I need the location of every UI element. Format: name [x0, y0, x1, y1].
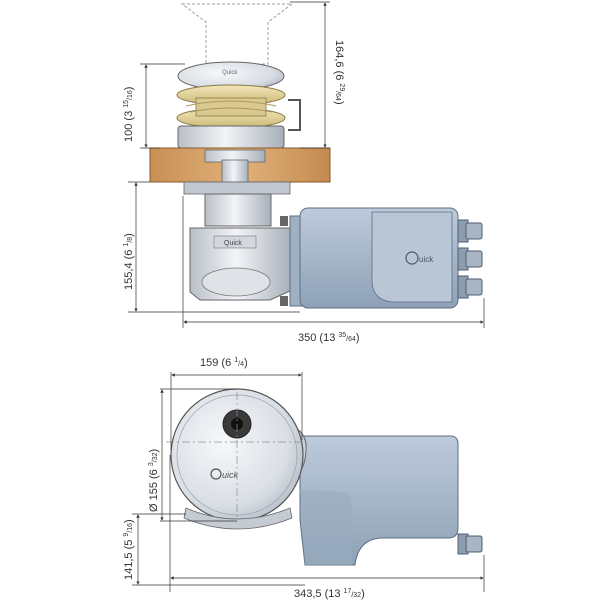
gearbox-lower-lobe	[201, 267, 271, 297]
gypsy-core	[195, 97, 267, 117]
stripper-bar	[288, 99, 301, 131]
dim-side-width-total: 350 (13 35/64)	[298, 332, 360, 344]
quick-logo-icon: uick	[210, 468, 239, 480]
ghost-capstan-outline	[180, 3, 294, 65]
top-view: uick 159 (6 1/4) Ø 155 (6 3/32)	[123, 357, 485, 600]
top-drum-base	[183, 507, 293, 530]
shaft-housing	[221, 159, 249, 183]
top-dimension-lines	[132, 372, 485, 592]
dim-side-height-body: 155,4 (6 1/8)	[123, 233, 135, 290]
motor-cover	[371, 211, 453, 303]
top-motor-shadow	[300, 490, 352, 565]
gypsy-grooves	[185, 100, 277, 113]
dim-top-diameter: Ø 155 (6 3/32)	[148, 449, 160, 512]
dim-top-width-total: 343,5 (13 17/32)	[294, 588, 365, 600]
capstan-base	[177, 125, 285, 149]
bolt-upper	[280, 216, 288, 226]
dome-brand-mark: Quick	[222, 70, 238, 76]
dim-top-height-body: 141,5 (5 9/16)	[123, 519, 135, 580]
side-view: Quick Quick uick	[123, 1, 485, 344]
gearbox-column	[204, 193, 272, 227]
dim-side-height-top: 164,6 (6 29/64)	[333, 40, 345, 105]
svg-text:uick: uick	[419, 255, 434, 264]
quick-logo-icon: uick	[405, 251, 434, 265]
gearbox-brand-mark: Quick	[224, 240, 242, 247]
bolt-lower	[280, 296, 288, 306]
dim-side-height-capstan: 100 (3 15/16)	[123, 87, 135, 142]
gearbox-label-plate	[213, 235, 257, 249]
side-dimension-lines	[128, 1, 485, 328]
mounting-plate	[183, 181, 291, 195]
dim-top-width-drum: 159 (6 1/4)	[200, 357, 248, 369]
cable-glands-side	[457, 219, 483, 299]
cable-gland-top	[457, 533, 483, 555]
svg-text:uick: uick	[222, 470, 239, 480]
